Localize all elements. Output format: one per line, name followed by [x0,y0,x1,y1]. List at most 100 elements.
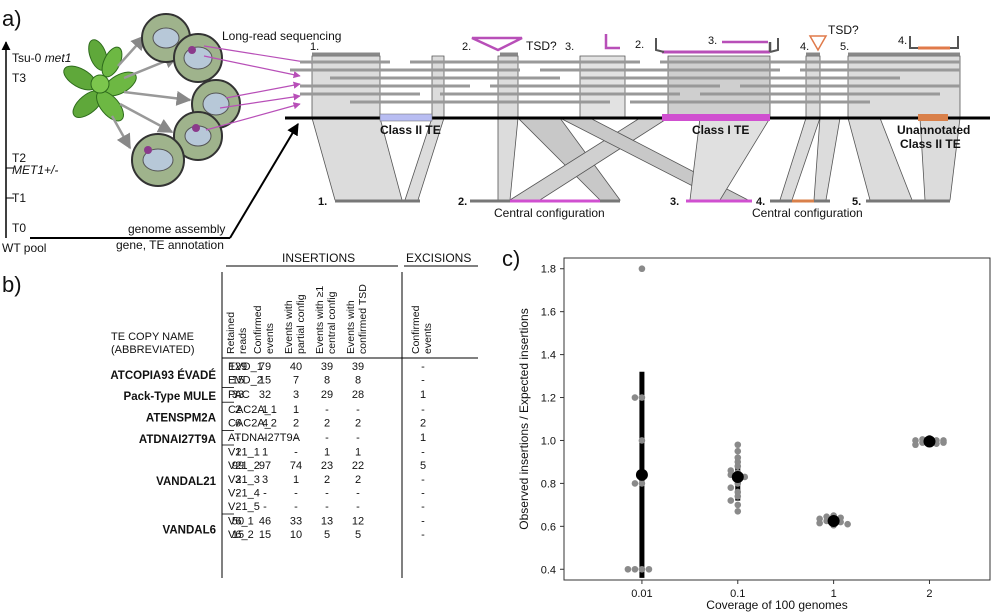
table-cell: - [421,516,425,528]
table-cell: 4 [262,417,268,429]
table-cell: 50 [232,516,244,528]
column-header: partial config [295,294,307,354]
table-cell: - [263,432,267,444]
table-cell: - [236,501,240,513]
te-copy-name: V21_4 [228,487,260,499]
table-cell: 22 [352,460,364,472]
gen-t3: T3 [12,71,26,85]
te-family-name: ATDNAI27T9A [139,434,216,446]
gen-met1-het: MET1+/- [12,163,58,177]
te-copy-name: ATDNAI27T9A [228,432,301,444]
gen-t0: T0 [12,221,26,235]
column-header: Confirmed [410,305,422,354]
assembly-arrow [229,122,299,239]
table-cell: 2 [293,417,299,429]
y-tick-label: 1.0 [541,435,556,447]
table-cell: - [236,432,240,444]
table-cell: 13 [321,516,333,528]
table-cell: 1 [293,404,299,416]
te-copy-name: V21_5 [228,501,260,513]
column-header: Events with [283,300,295,354]
column-header: Confirmed [252,305,264,354]
te-family-name: VANDAL6 [163,524,216,536]
te-name-header-1: TE COPY NAME [111,331,194,343]
table-cell: - [421,404,425,416]
column-header: confirmed TSD [357,284,369,354]
plot-frame [563,257,991,581]
cell-icons [131,13,241,187]
data-point [638,480,646,487]
te-copy-name: CAC2A_1 [228,404,277,416]
table-cell: - [356,501,360,513]
data-point [734,501,742,509]
y-tick-label: 1.6 [541,307,556,319]
data-point [631,565,639,573]
table-cell: 2 [355,474,361,486]
table-cell: 1 [420,432,426,444]
te-copy-name: V21_3 [228,474,260,486]
class1-te-label: Class I TE [692,123,749,137]
panel-a: a) Tsu-0 met1 T3 T2 MET1+/- T1 T0 WT poo… [1,6,990,255]
table-cell: 2 [324,474,330,486]
table-cell: - [421,487,425,499]
table-cell: 7 [293,375,299,387]
table-cell: - [356,487,360,499]
y-tick-label: 0.4 [541,564,556,576]
te-copy-name: CAC2A_2 [228,417,277,429]
bottom-assemblies: 1. 2. 3. 4. 5. Central configuration Cen… [318,196,950,220]
table-cell: 2 [420,417,426,429]
te-copy-name: PAC [228,389,250,401]
svg-text:3.: 3. [670,196,679,208]
y-tick-label: 0.8 [541,478,556,490]
mean-point [923,435,936,448]
table-cell: - [325,432,329,444]
table-cell: 1 [235,447,241,459]
table-cell: - [263,487,267,499]
table-cell: 2 [324,417,330,429]
svg-text:4.: 4. [756,196,765,208]
table-cell: 129 [229,361,247,373]
x-tick-label: 0.01 [631,588,652,600]
tsd-label-1: TSD? [526,39,557,53]
table-cell: 74 [290,460,302,472]
table-cell: 33 [290,516,302,528]
x-axis-label: Coverage of 100 genomes [706,598,847,612]
table-cell: - [421,447,425,459]
gen-t1: T1 [12,191,26,205]
table-cell: 3 [293,389,299,401]
table-cell: - [294,447,298,459]
table-cell: - [325,487,329,499]
excisions-header: EXCISIONS [406,251,471,265]
data-point [624,565,632,573]
gen-tsu: Tsu-0 met1 [12,51,71,65]
panel-b: b) INSERTIONS EXCISIONS TE COPY NAME (AB… [2,251,478,578]
table-cell: - [421,501,425,513]
y-tick-label: 1.8 [541,264,556,276]
y-tick-label: 1.4 [541,350,556,362]
te-copy-name: V21_1 [228,447,260,459]
data-point [631,394,639,401]
table-cell: 79 [259,361,271,373]
data-point [734,447,742,455]
table-cell: 5 [355,529,361,541]
table-cell: 28 [352,389,364,401]
column-header: Retained [225,312,237,354]
table-cell: 1 [355,447,361,459]
data-point [912,441,919,449]
table-cell: 39 [352,361,364,373]
table-cell: 40 [290,361,302,373]
table-cell: - [325,501,329,513]
panel-a-label: a) [2,6,22,31]
long-read-label: Long-read sequencing [222,29,341,43]
table-cell: - [294,432,298,444]
svg-text:2.: 2. [462,41,471,53]
data-point [727,497,735,504]
data-point [638,437,646,444]
column-header: reads [237,328,249,354]
data-point [727,484,735,491]
table-cell: 5 [420,460,426,472]
svg-text:4.: 4. [898,35,907,47]
table-cell: - [356,432,360,444]
y-axis-label: Observed insertions / Expected insertion… [517,308,531,529]
